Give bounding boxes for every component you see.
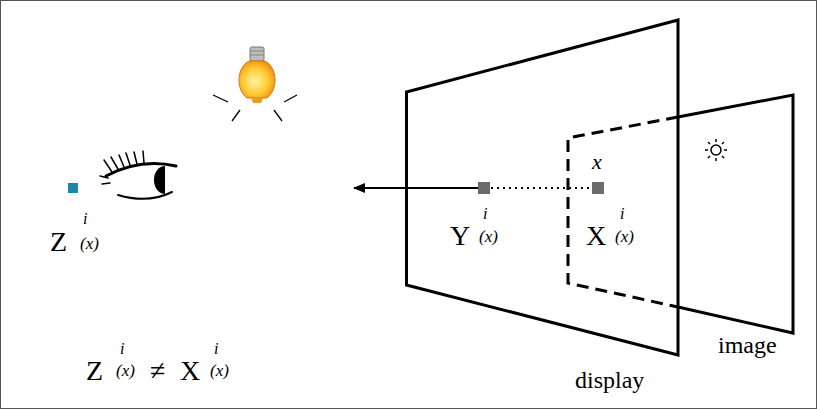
- subscript: (x): [116, 362, 135, 379]
- subscript: (x): [479, 228, 498, 245]
- superscript: i: [83, 211, 87, 227]
- display-outline: [407, 20, 679, 355]
- light-bulb: [213, 47, 297, 121]
- plane-label: display: [575, 368, 644, 392]
- sun-symbol: [705, 139, 727, 161]
- not-equal-sign: ≠: [150, 357, 165, 385]
- image-hidden-outline: [568, 117, 678, 307]
- symbol-letter: X: [586, 222, 606, 250]
- position-label: x: [592, 151, 602, 173]
- dotted-line: [491, 187, 591, 189]
- image-pixel: [592, 182, 604, 194]
- superscript: i: [483, 206, 487, 222]
- image-plane: image: [566, 93, 796, 338]
- display-pixel: [478, 182, 490, 194]
- symbol-letter: Z: [86, 357, 103, 385]
- superscript: i: [620, 206, 624, 222]
- subscript: (x): [210, 362, 229, 379]
- symbol-letter: X: [180, 357, 200, 385]
- image-outline: [678, 95, 793, 333]
- superscript: i: [214, 341, 218, 357]
- subscript: (x): [615, 228, 634, 245]
- display-plane: display: [405, 18, 681, 358]
- symbol-letter: Z: [50, 228, 67, 256]
- observer-pixel: [68, 183, 78, 193]
- symbol-letter: Y: [450, 222, 470, 250]
- superscript: i: [120, 341, 124, 357]
- display-shape: [405, 18, 681, 358]
- plane-label: image: [718, 333, 777, 357]
- image-shape: [566, 93, 796, 338]
- eye: [100, 151, 176, 199]
- subscript: (x): [80, 235, 99, 252]
- light-ray-arrow: [354, 187, 478, 189]
